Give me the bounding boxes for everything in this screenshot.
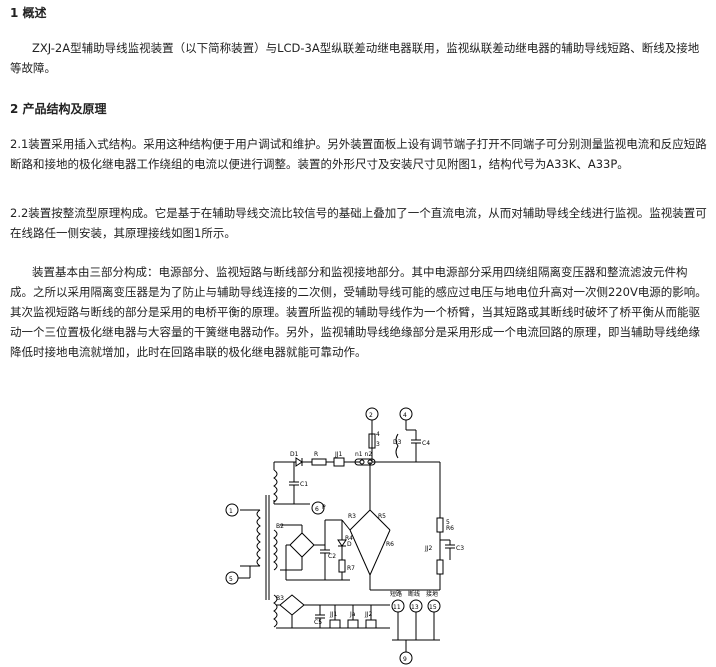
- svg-text:断线: 断线: [408, 590, 420, 598]
- svg-text:D: D: [347, 541, 352, 548]
- svg-text:B3: B3: [276, 595, 284, 602]
- svg-text:6: 6: [315, 506, 319, 513]
- svg-text:n1 n2: n1 n2: [355, 451, 372, 458]
- structure-paragraph-composition: 装置基本由三部分构成：电源部分、监视短路与断线部分和监视接地部分。其中电源部分采…: [10, 265, 707, 359]
- svg-text:5: 5: [446, 519, 450, 526]
- svg-text:R3: R3: [348, 513, 356, 520]
- svg-text:1: 1: [229, 508, 233, 515]
- svg-text:2: 2: [369, 412, 373, 419]
- svg-text:C2: C2: [328, 553, 336, 560]
- svg-text:D3: D3: [393, 439, 402, 446]
- svg-text:R: R: [314, 451, 318, 458]
- svg-text:13: 13: [411, 604, 419, 611]
- svg-text:R5: R5: [378, 513, 386, 520]
- svg-text:3: 3: [376, 441, 380, 448]
- svg-text:接地: 接地: [426, 590, 438, 598]
- svg-text:短路: 短路: [390, 590, 402, 598]
- svg-text:JJ2: JJ2: [424, 545, 433, 552]
- structure-paragraph-2-1: 2.1装置采用插入式结构。采用这种结构便于用户调试和维护。另外装置面板上设有调节…: [10, 137, 707, 171]
- svg-text:15: 15: [429, 604, 437, 611]
- svg-text:JJ1: JJ1: [334, 451, 343, 458]
- svg-text:R6: R6: [446, 525, 454, 532]
- wiring-diagram: 1 5 2 4 6 9 11 13 15 D1 R JJ1 n1 n2 C1 B…: [225, 407, 464, 665]
- svg-text:R6: R6: [386, 541, 394, 548]
- svg-text:9: 9: [403, 656, 407, 663]
- svg-text:5: 5: [229, 576, 233, 583]
- svg-text:R7: R7: [347, 565, 355, 572]
- svg-text:JJ2: JJ2: [364, 611, 373, 618]
- svg-text:C1: C1: [300, 481, 308, 488]
- svg-text:C4: C4: [422, 440, 430, 447]
- svg-text:D1: D1: [290, 451, 299, 458]
- svg-text:C3: C3: [456, 545, 464, 552]
- structure-paragraph-2-2: 2.2装置按整流型原理构成。它是基于在辅助导线交流比较信号的基础上叠加了一个直流…: [10, 206, 707, 240]
- svg-text:11: 11: [393, 604, 401, 611]
- svg-text:4: 4: [403, 412, 407, 419]
- svg-text:P: P: [322, 504, 326, 511]
- svg-text:JJ1: JJ1: [329, 611, 338, 618]
- svg-text:C5: C5: [314, 619, 322, 626]
- svg-text:4: 4: [376, 431, 380, 438]
- svg-text:Ja: Ja: [349, 611, 356, 618]
- section-overview-heading: 1 概述: [10, 6, 47, 20]
- section-structure-heading: 2 产品结构及原理: [10, 102, 107, 116]
- svg-text:B2: B2: [276, 523, 284, 530]
- overview-paragraph: ZXJ-2A型辅助导线监视装置（以下简称装置）与LCD-3A型纵联差动继电器联用…: [10, 41, 700, 75]
- svg-text:R4: R4: [345, 535, 353, 542]
